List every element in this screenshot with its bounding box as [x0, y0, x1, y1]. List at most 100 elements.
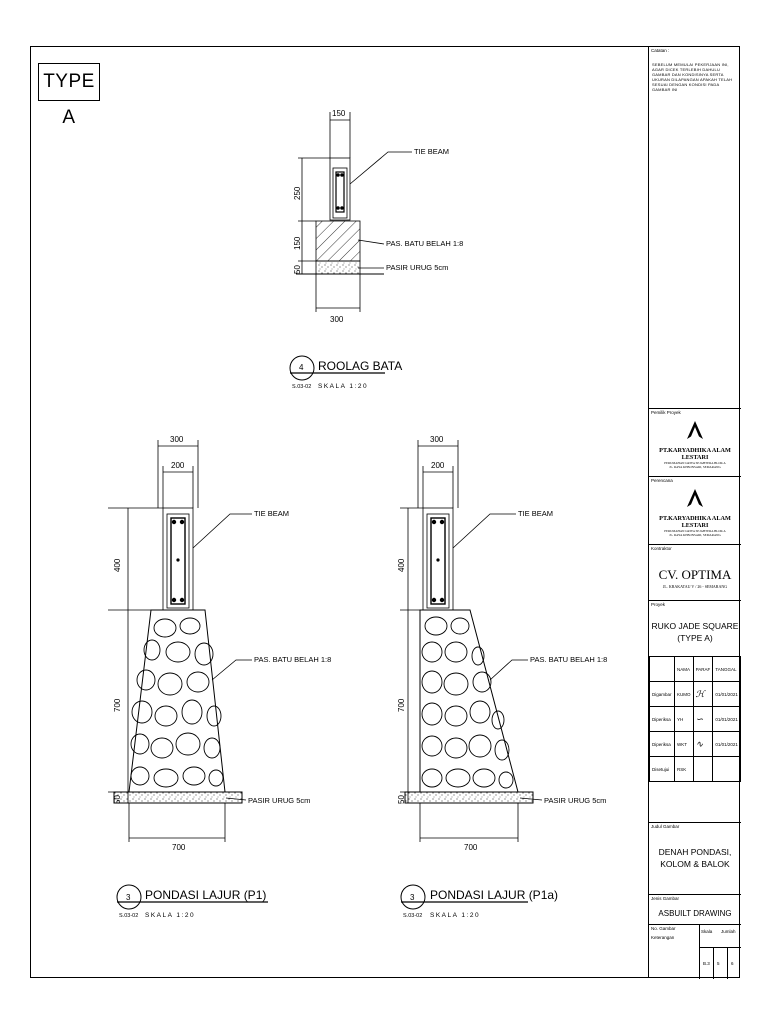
label-tie-beam: TIE BEAM — [254, 509, 289, 518]
sheet-number-section: No. Gambar Keterangan Skala Jumlah B.3 5… — [649, 924, 741, 979]
dim-text: 250 — [293, 186, 302, 200]
dim-text: 300 — [430, 435, 444, 444]
p1a-callout: 3 S.03-02 PONDASI LAJUR (P1a) SKALA 1:20 — [400, 884, 558, 919]
dim-text: 400 — [397, 558, 406, 572]
dim-text: 400 — [113, 558, 122, 572]
callout-sheet: S.03-02 — [292, 384, 311, 390]
drawing-title-section: Judul Gambar DENAH PONDASI, KOLOM & BALO… — [649, 822, 741, 894]
dim-text: 700 — [172, 843, 186, 852]
p1-callout: 3 S.03-02 PONDASI LAJUR (P1) SKALA 1:20 — [116, 884, 268, 919]
label-pasir: PASIR URUG 5cm — [386, 263, 448, 272]
label-pas-batu: PAS. BATU BELAH 1:8 — [386, 239, 463, 248]
p1-texts: 300 200 400 700 50 700 TIE BEAM PAS. BAT… — [113, 435, 331, 852]
callout-title: PONDASI LAJUR (P1a) — [430, 888, 558, 902]
p1-detail — [108, 440, 252, 842]
callout-scale: SKALA 1:20 — [145, 912, 195, 919]
callout-number: 3 — [410, 893, 415, 902]
drawing-title-2: KOLOM & BALOK — [660, 859, 730, 869]
dim-text: 700 — [397, 698, 406, 712]
dim-text: 150 — [293, 236, 302, 250]
dim-text: 150 — [332, 109, 346, 118]
project-type: (TYPE A) — [677, 633, 713, 643]
notes-label: Catatan : — [651, 48, 670, 53]
no-ket: Keterangan — [651, 935, 675, 940]
dim-text: 50 — [113, 795, 122, 804]
owner-section: Pemilik Proyek PT.KARYADHIKA ALAM LESTAR… — [649, 408, 741, 476]
planner-sub2: JL. RAYA KEBONSARI, SEMARANG — [669, 533, 721, 537]
signature: ∽ — [692, 706, 714, 732]
project-name: RUKO JADE SQUARE — [651, 621, 739, 631]
roolag-callout: 4 S.03-02 ROOLAG BATA SKALA 1:20 — [289, 355, 402, 390]
callout-title: ROOLAG BATA — [318, 359, 402, 373]
label-tie-beam: TIE BEAM — [414, 147, 449, 156]
col-head: TANGGAL — [712, 656, 741, 682]
planner-name: PT.KARYADHIKA ALAM LESTARI — [659, 515, 731, 529]
label-pasir: PASIR URUG 5cm — [544, 796, 606, 805]
owner-sub2: JL. RAYA KEBONSARI, SEMARANG — [669, 465, 721, 469]
p1a-texts: 300 200 400 700 50 700 TIE BEAM PAS. BAT… — [397, 435, 607, 852]
dim-text: 50 — [293, 265, 302, 274]
company-logo-icon — [687, 421, 703, 439]
planner-sub1: PERUMAHAN GRIYA SEJAHTERA BLOK A — [664, 529, 726, 533]
signature: ℋ — [692, 681, 714, 707]
count-label: Jumlah — [721, 929, 736, 934]
dim-text: 200 — [431, 461, 445, 470]
owner-label: Pemilik Proyek — [651, 410, 681, 415]
contractor-label: Kontraktor — [651, 546, 672, 551]
owner-name: PT.KARYADHIKA ALAM LESTARI — [659, 447, 731, 461]
status-section: Jenis Gambar ASBUILT DRAWING — [649, 894, 741, 924]
callout-title: PONDASI LAJUR (P1) — [145, 888, 266, 902]
callout-number: 3 — [126, 893, 131, 902]
type-label: TYPE A — [38, 63, 100, 128]
dim-text: 700 — [113, 698, 122, 712]
planner-label: Perencana — [651, 478, 673, 483]
project-label: Proyek — [651, 602, 666, 607]
label-pas-batu: PAS. BATU BELAH 1:8 — [530, 655, 607, 664]
company-logo-icon — [687, 489, 703, 507]
title-block: Catatan : SEBELUM MEMULAI PEKERJAAN INI,… — [648, 46, 741, 979]
signature: ∿ — [692, 731, 714, 757]
status-text: ASBUILT DRAWING — [658, 909, 732, 918]
dim-text: 700 — [464, 843, 478, 852]
dim-text: 300 — [170, 435, 184, 444]
drawing-frame — [30, 46, 740, 978]
dim-text: 50 — [397, 795, 406, 804]
contractor-name: CV. OPTIMA — [658, 567, 732, 582]
callout-scale: SKALA 1:20 — [430, 912, 480, 919]
label-pas-batu: PAS. BATU BELAH 1:8 — [254, 655, 331, 664]
bottom-val: 5 — [717, 961, 720, 966]
dim-text: 200 — [171, 461, 185, 470]
scale-label: Skala — [701, 929, 713, 934]
callout-sheet: S.03-02 — [403, 913, 422, 919]
p1a-detail — [400, 440, 543, 842]
col-head: NAMA — [674, 656, 694, 682]
drawing-title-1: DENAH PONDASI, — [658, 847, 732, 857]
roolag-texts: 150 250 150 50 300 TIE BEAM PAS. BATU BE… — [293, 109, 463, 324]
callout-number: 4 — [299, 363, 304, 372]
owner-sub1: PERUMAHAN GRIYA SEJAHTERA BLOK A — [664, 461, 726, 465]
contractor-section: Kontraktor CV. OPTIMA JL. KRAKATAU V / 2… — [649, 544, 741, 600]
no-label: No. Gambar — [651, 926, 676, 931]
p1-stones — [130, 617, 224, 788]
bottom-val: B.3 — [703, 961, 710, 966]
status-label: Jenis Gambar — [651, 896, 680, 901]
drawing-label: Judul Gambar — [651, 824, 680, 829]
p1a-stones — [421, 616, 514, 789]
notes-text: SEBELUM MEMULAI PEKERJAAN INI, AGAR DICE… — [652, 62, 733, 92]
col-head: PARAF — [692, 656, 714, 682]
label-tie-beam: TIE BEAM — [518, 509, 553, 518]
contractor-sub: JL. KRAKATAU V / 26 - SEMARANG — [662, 584, 728, 589]
callout-sheet: S.03-02 — [119, 913, 138, 919]
roolag-detail — [296, 112, 412, 312]
dim-text: 300 — [330, 315, 344, 324]
project-section: Proyek RUKO JADE SQUARE (TYPE A) — [649, 600, 741, 656]
bottom-val: 6 — [731, 961, 734, 966]
planner-section: Perencana PT.KARYADHIKA ALAM LESTARI PER… — [649, 476, 741, 544]
label-pasir: PASIR URUG 5cm — [248, 796, 310, 805]
